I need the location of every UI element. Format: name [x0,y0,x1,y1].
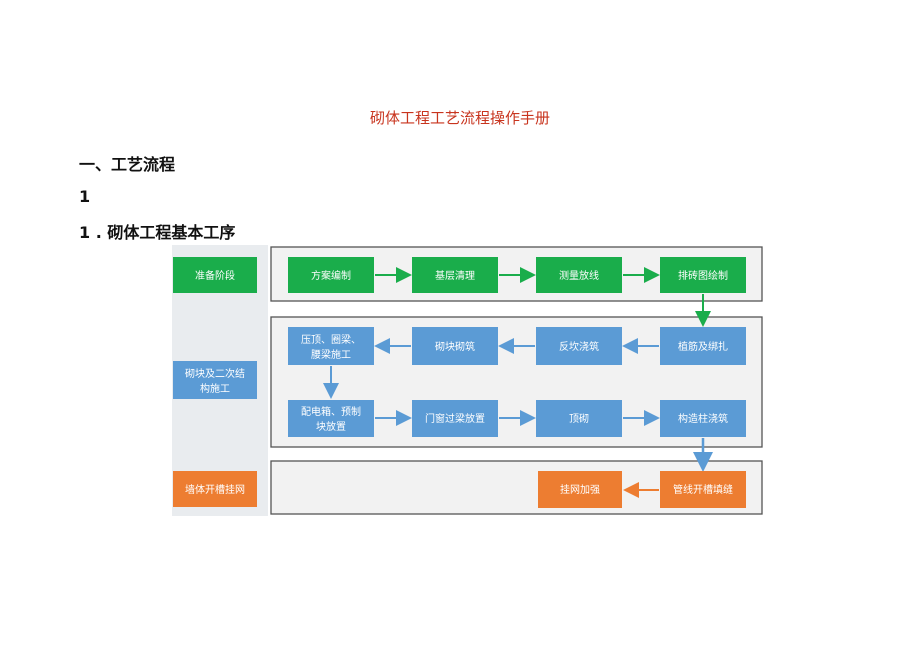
process-flowchart: 准备阶段 砌块及二次结 构施工 墙体开槽挂网 方案编制 基层清理 测量放线 排砖… [172,245,764,516]
stage-masonry: 砌块及二次结 构施工 [173,361,257,399]
step-label-line2: 腰梁施工 [311,348,351,361]
step-survey-layout: 测量放线 [536,257,622,293]
step-curb-casting: 反坎浇筑 [536,327,622,365]
step-label: 反坎浇筑 [559,340,599,353]
step-column-casting: 构造柱浇筑 [660,400,746,437]
step-base-cleaning: 基层清理 [412,257,498,293]
step-mesh-reinforcement: 挂网加强 [538,471,622,508]
stage-slot-label: 墙体开槽挂网 [185,483,245,496]
step-label: 挂网加强 [560,483,600,496]
step-label-line2: 块放置 [316,420,346,433]
step-label: 管线开槽填缝 [673,483,733,496]
step-label: 植筋及绑扎 [678,340,728,353]
stage-prep: 准备阶段 [173,257,257,293]
stage-masonry-label-line2: 构施工 [200,382,230,395]
step-label-line1: 压顶、圈梁、 [301,333,361,346]
step-distribution-box: 配电箱、预制 块放置 [288,400,374,437]
step-plan-preparation: 方案编制 [288,257,374,293]
step-brick-drawing: 排砖图绘制 [660,257,746,293]
stage-masonry-label-line1: 砌块及二次结 [185,367,245,380]
step-label: 顶砌 [569,413,589,425]
step-label: 排砖图绘制 [678,269,728,282]
step-rebar-planting: 植筋及绑扎 [660,327,746,365]
step-label: 测量放线 [559,269,599,282]
step-label: 方案编制 [311,269,351,282]
step-label: 构造柱浇筑 [678,412,728,425]
step-label: 门窗过梁放置 [425,412,485,425]
section-heading: 一、工艺流程 [79,155,176,174]
document-title: 砌体工程工艺流程操作手册 [369,109,550,127]
stage-prep-label: 准备阶段 [195,269,235,282]
step-lintel-placement: 门窗过梁放置 [412,400,498,437]
section-number: 1 [79,187,91,206]
step-pipe-slotting: 管线开槽填缝 [660,471,746,508]
step-block-laying: 砌块砌筑 [412,327,498,365]
step-label-line1: 配电箱、预制 [301,405,361,418]
subsection-heading: 1 . 砌体工程基本工序 [79,223,236,242]
step-top-laying: 顶砌 [536,400,622,437]
step-label: 基层清理 [435,269,475,282]
step-label: 砌块砌筑 [435,340,475,353]
step-coping-beam: 压顶、圈梁、 腰梁施工 [288,327,374,365]
stage-slot: 墙体开槽挂网 [173,471,257,507]
